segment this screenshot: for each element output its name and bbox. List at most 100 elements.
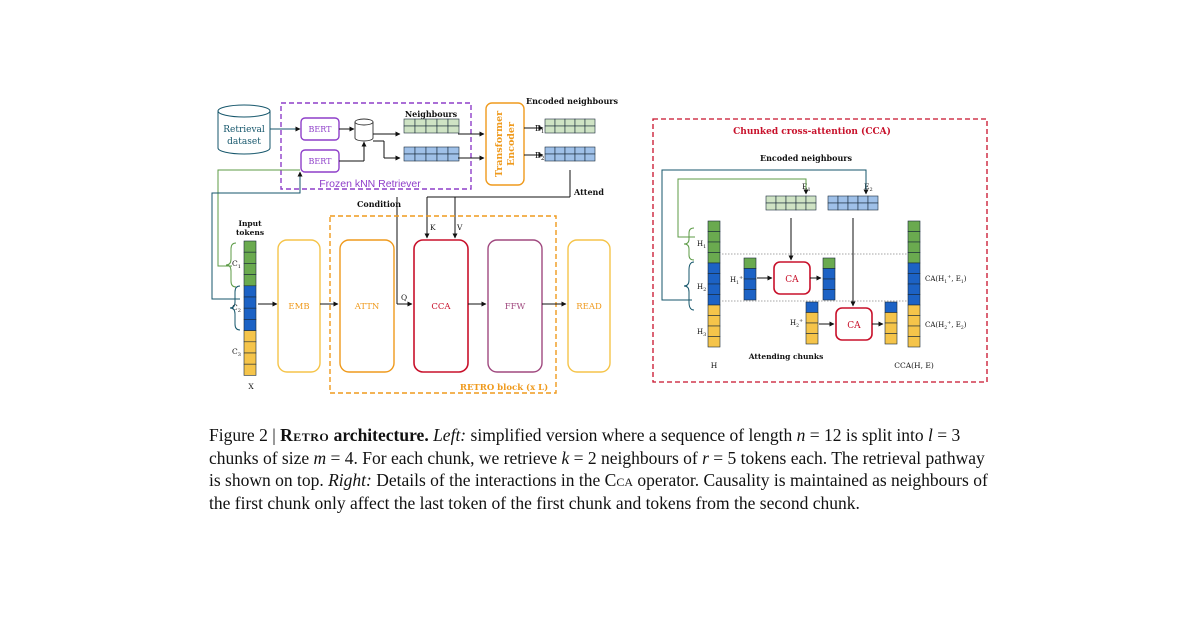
neighbour-token xyxy=(414,153,427,162)
retrieval-dataset-label: Retrieval xyxy=(223,125,265,135)
input-token xyxy=(243,363,257,376)
retro-block-label: RETRO block (x L) xyxy=(460,382,548,393)
cca-output-column xyxy=(907,220,921,348)
emb-label: EMB xyxy=(288,302,309,312)
encoder-label: Encoder xyxy=(506,121,517,166)
ca1-output-column xyxy=(822,257,836,301)
caption-l: l xyxy=(928,425,933,445)
h-token xyxy=(707,315,721,327)
neighbour-grid-1 xyxy=(403,118,460,134)
encoded-token xyxy=(867,195,879,204)
h2plus-token xyxy=(805,333,819,345)
transformer-encoder-box xyxy=(485,102,525,186)
q-label: Q xyxy=(401,293,407,302)
h2plus-label: H2+ xyxy=(790,318,803,329)
encoded-token xyxy=(544,146,556,155)
retrieval-dataset: Retrieval dataset xyxy=(217,104,271,155)
caption-s6: = 5 tokens each. The retrieval pathway i… xyxy=(209,447,985,491)
input-token xyxy=(243,296,257,309)
e2-label: E2 xyxy=(535,151,544,162)
output-token xyxy=(907,283,921,295)
encoded-grid-1 xyxy=(544,118,596,134)
neighbour-token xyxy=(436,153,449,162)
h2plus-token xyxy=(805,301,819,313)
c2-label: C2 xyxy=(232,303,241,314)
transformer-label: Transformer xyxy=(494,110,505,177)
neighbour-token xyxy=(403,153,416,162)
neighbour-token xyxy=(447,118,460,127)
encoded-token xyxy=(765,202,777,211)
encoded-token xyxy=(554,153,566,162)
encoded-token xyxy=(867,202,879,211)
neighbour-token xyxy=(425,146,438,155)
neighbour-token xyxy=(414,146,427,155)
h-token xyxy=(707,231,721,243)
emb-block xyxy=(277,239,321,373)
encoded-token xyxy=(785,195,797,204)
h-token xyxy=(707,273,721,285)
input-token xyxy=(243,352,257,365)
h2plus-token-column xyxy=(805,301,819,345)
k-label: K xyxy=(430,223,436,232)
encoded-token xyxy=(847,195,859,204)
ca1-output-token xyxy=(822,257,836,269)
cca-title: Chunked cross-attention (CCA) xyxy=(733,126,891,137)
bert-label-bottom: BERT xyxy=(309,157,333,166)
right-e2-label: E2 xyxy=(864,182,873,193)
encoded-token xyxy=(857,202,869,211)
encoded-token xyxy=(574,118,586,127)
e1-label: E1 xyxy=(535,124,544,135)
ca2-output-token xyxy=(884,301,898,313)
caption-right-label: Right: xyxy=(328,470,372,490)
input-token xyxy=(243,240,257,253)
caption-k: k xyxy=(561,447,570,468)
encoded-token xyxy=(584,125,596,134)
h-token xyxy=(707,262,721,274)
neighbour-token xyxy=(447,153,460,162)
caption-s5: = 2 neighbours of xyxy=(569,447,703,468)
ca2-output-label: CA(H2+, E2) xyxy=(925,320,967,331)
h-token xyxy=(707,283,721,295)
h1plus-token xyxy=(743,257,757,269)
output-token xyxy=(907,336,921,348)
neighbour-token xyxy=(425,118,438,127)
output-token xyxy=(907,262,921,274)
h1plus-token xyxy=(743,289,757,301)
ca2-output-token xyxy=(884,322,898,334)
encoded-token xyxy=(574,153,586,162)
neighbour-token xyxy=(403,125,416,134)
input-tokens-label: Input xyxy=(238,219,262,228)
caption-n: n xyxy=(796,425,806,445)
ca1-output-token xyxy=(822,278,836,290)
read-block xyxy=(567,239,611,373)
attending-chunks-label: Attending chunks xyxy=(748,352,824,361)
encoded-token xyxy=(564,153,576,162)
input-token-column xyxy=(243,240,257,376)
neighbour-grid-2 xyxy=(403,146,460,162)
h-token xyxy=(707,252,721,264)
encoded-token xyxy=(827,195,839,204)
caption-s3: = 3 chunks of size xyxy=(209,425,961,468)
neighbour-token xyxy=(436,118,449,127)
caption-s1: simplified version where a sequence of l… xyxy=(466,425,797,445)
h-token xyxy=(707,294,721,306)
ca-label-1: CA xyxy=(785,275,799,285)
encoded-token xyxy=(544,125,556,134)
h-token xyxy=(707,325,721,337)
input-token xyxy=(243,319,257,331)
neighbour-token xyxy=(425,153,438,162)
caption-s4: = 4. For each chunk, we retrieve xyxy=(326,447,562,468)
h-token xyxy=(707,241,721,253)
neighbour-token xyxy=(436,146,449,155)
h1-label: H1 xyxy=(697,240,706,250)
attn-label: ATTN xyxy=(354,302,380,312)
x-label: X xyxy=(248,382,254,391)
input-token xyxy=(243,263,257,275)
encoded-token xyxy=(785,202,797,211)
encoded-token xyxy=(837,195,849,204)
c1-label: C1 xyxy=(232,259,241,270)
encoded-token xyxy=(564,146,576,155)
neighbour-token xyxy=(447,146,460,155)
encoded-token xyxy=(805,195,817,204)
caption-s7: Details of the interactions in the xyxy=(371,470,605,490)
